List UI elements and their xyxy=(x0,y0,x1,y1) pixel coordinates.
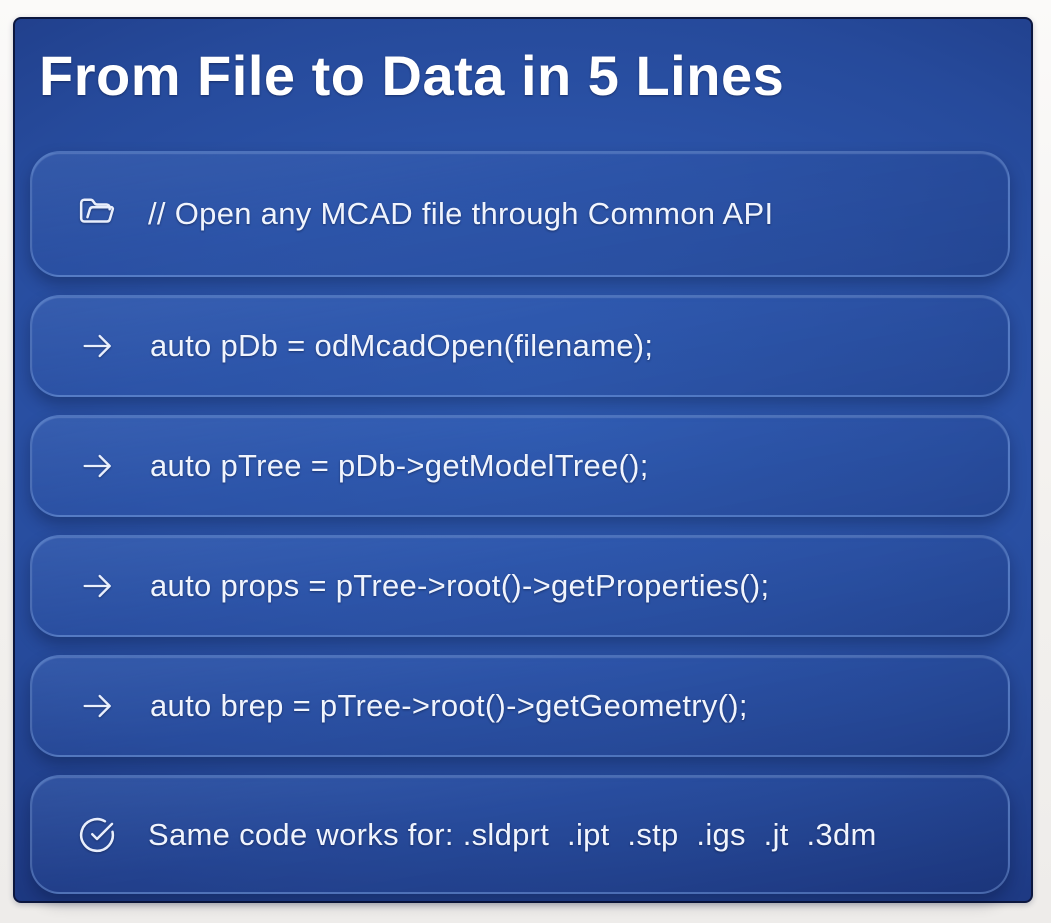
arrow-right-icon xyxy=(78,326,118,366)
arrow-right-icon xyxy=(78,686,118,726)
code-line-row-open: auto pDb = odMcadOpen(filename); xyxy=(30,295,1010,397)
code-line-row-properties: auto props = pTree->root()->getPropertie… xyxy=(30,535,1010,637)
code-line-row-comment: // Open any MCAD file through Common API xyxy=(30,151,1010,277)
arrow-right-icon xyxy=(78,566,118,606)
folder-open-icon xyxy=(78,195,116,233)
code-line-text: auto pTree = pDb->getModelTree(); xyxy=(150,448,649,483)
slide-title: From File to Data in 5 Lines xyxy=(39,44,785,107)
code-lines-list: // Open any MCAD file through Common API… xyxy=(30,151,1010,894)
code-line-row-geometry: auto brep = pTree->root()->getGeometry()… xyxy=(30,655,1010,757)
check-circle-icon xyxy=(78,816,116,854)
arrow-right-icon xyxy=(78,446,118,486)
code-line-text: Same code works for: .sldprt .ipt .stp .… xyxy=(148,816,877,852)
code-line-row-model-tree: auto pTree = pDb->getModelTree(); xyxy=(30,415,1010,517)
code-line-text: auto pDb = odMcadOpen(filename); xyxy=(150,328,654,363)
code-line-text: // Open any MCAD file through Common API xyxy=(148,196,774,231)
code-line-text: auto brep = pTree->root()->getGeometry()… xyxy=(150,688,748,723)
slide: From File to Data in 5 Lines // Open any… xyxy=(13,17,1033,903)
code-line-text: auto props = pTree->root()->getPropertie… xyxy=(150,568,770,603)
code-line-row-formats: Same code works for: .sldprt .ipt .stp .… xyxy=(30,775,1010,894)
